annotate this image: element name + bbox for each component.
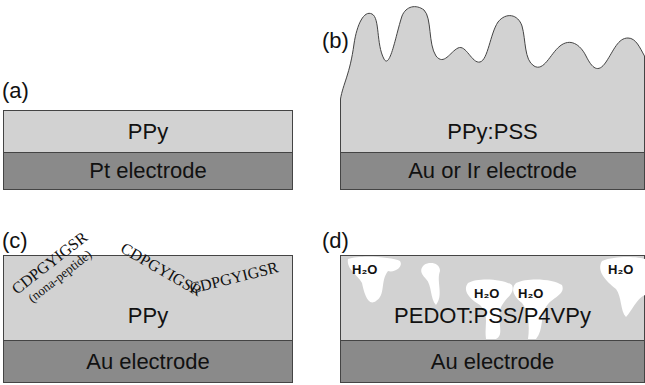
panel-letter: (d) bbox=[322, 228, 349, 254]
layer-name: PPy:PSS bbox=[447, 119, 537, 145]
layer-name: Au electrode bbox=[86, 349, 210, 375]
water-pore bbox=[600, 257, 645, 317]
electrode-band: Au electrode bbox=[340, 340, 645, 383]
water-pore bbox=[348, 257, 401, 303]
layer-name: Pt electrode bbox=[89, 158, 206, 184]
layer-name: PPy bbox=[128, 119, 168, 145]
polymer-layer: PPy bbox=[3, 110, 293, 153]
panel-letter: (b) bbox=[322, 28, 349, 54]
electrode-band: Au or Ir electrode bbox=[340, 152, 645, 190]
layer-name: PEDOT:PSS/P4VPy bbox=[394, 303, 591, 329]
electrode-band: Au electrode bbox=[3, 340, 293, 383]
water-label: H₂O bbox=[608, 262, 633, 277]
layer-name: PPy bbox=[128, 303, 168, 329]
panel-letter: (a) bbox=[2, 78, 29, 104]
layer-name: Au electrode bbox=[431, 349, 555, 375]
water-pore bbox=[421, 263, 440, 305]
water-label: H₂O bbox=[474, 286, 499, 301]
panel-letter: (c) bbox=[2, 228, 28, 254]
water-label: H₂O bbox=[352, 262, 377, 277]
water-label: H₂O bbox=[518, 286, 543, 301]
electrode-band: Pt electrode bbox=[3, 152, 293, 190]
polymer-layer: PPy:PSS bbox=[340, 4, 645, 153]
layer-name: Au or Ir electrode bbox=[408, 158, 577, 184]
